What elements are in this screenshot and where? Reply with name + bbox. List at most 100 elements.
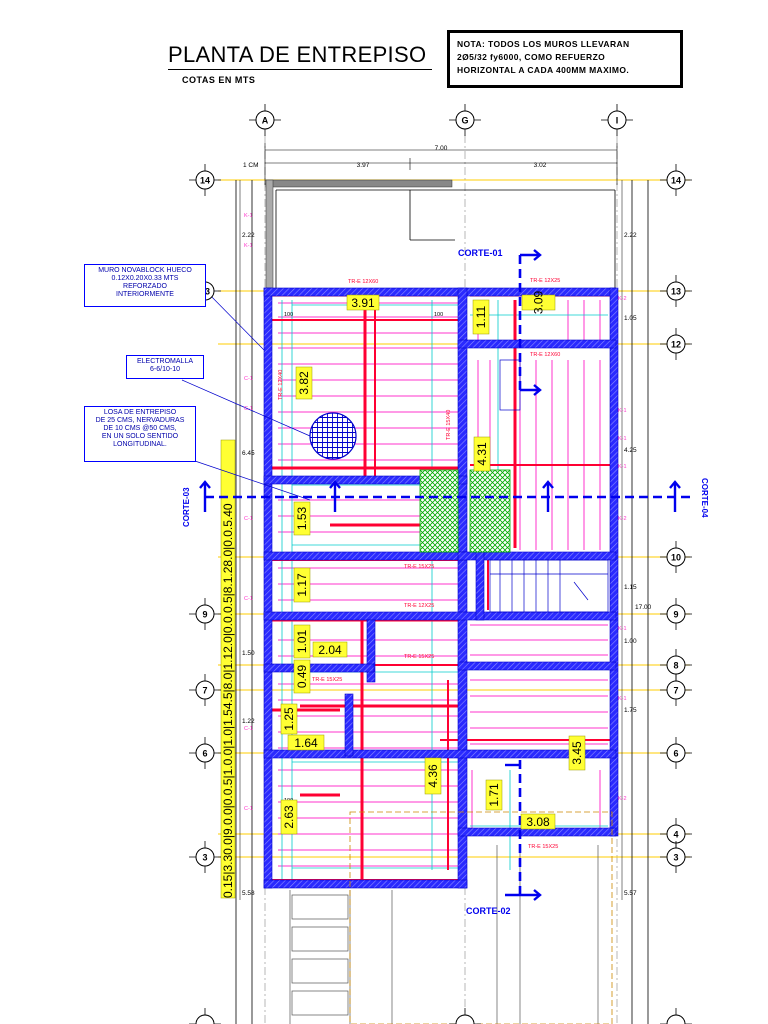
level-value: 3.09: [532, 290, 546, 314]
level-value: 3.82: [297, 371, 311, 395]
top-wall: [265, 179, 453, 188]
grid-marker-label: 14: [671, 176, 681, 186]
dim-label: 17.00: [635, 604, 652, 611]
beam-label: TR-E 12X25: [530, 278, 560, 284]
level-box: 1.11: [472, 299, 490, 335]
dim-label: 1.22: [242, 718, 255, 725]
level-box: 2.04: [312, 641, 348, 658]
grid-marker-label: 9: [202, 610, 207, 620]
dim-overall: 7.00: [435, 145, 448, 152]
tie-label: K-1: [618, 436, 627, 442]
callout-slab-line: LOSA DE ENTREPISO: [103, 409, 177, 416]
grid-marker-icon: 9: [660, 598, 692, 630]
level-value: 1.71: [487, 783, 501, 807]
page-title: PLANTA DE ENTREPISO: [168, 42, 427, 67]
mesh-symbol-icon: [309, 412, 357, 460]
stair-outline: [489, 359, 609, 613]
level-box: 2.63: [280, 799, 298, 835]
level-value: 1.64: [294, 736, 318, 750]
dim-label: 1.15: [624, 584, 637, 591]
grid-marker-label: A: [262, 116, 269, 126]
callout-slab-line: LONGITUDINAL.: [113, 441, 167, 448]
callout-wall-line: INTERIORMENTE: [116, 291, 174, 298]
grid-markers: AGI1414131312109987766433: [189, 104, 692, 1024]
structural-note: NOTA: TODOS LOS MUROS LLEVARAN 2Ø5/32 fy…: [447, 30, 683, 88]
tie-label: K-1: [618, 408, 627, 414]
level-box: 3.09: [521, 290, 556, 314]
grid-marker-icon: I: [601, 104, 633, 136]
tie-label: C-1: [244, 596, 253, 602]
dim-label: 5.57: [624, 890, 637, 897]
grid-lines: [264, 135, 618, 1024]
grid-marker-icon: 3: [660, 841, 692, 873]
beam-label: TR-E 12X60: [530, 352, 560, 358]
level-box: 3.91: [346, 294, 380, 311]
level-box: 1.71: [485, 779, 503, 811]
grid-marker-icon: 13: [660, 275, 692, 307]
beam-label: TR-E 12X40: [278, 370, 284, 400]
section-cut-lines: [205, 255, 690, 900]
grid-marker-label: 6: [202, 749, 207, 759]
mesh-area-left: [419, 469, 459, 553]
grid-marker-icon: 9: [189, 598, 221, 630]
lower-plan: [289, 845, 599, 1024]
level-box: 1.17: [293, 567, 311, 603]
grid-marker-label: 9: [673, 610, 678, 620]
beam-label: TR-E 15X25: [404, 654, 434, 660]
grid-marker-label: 10: [671, 553, 681, 563]
grid-marker-icon: [449, 1008, 481, 1024]
dim-label: 6.45: [242, 450, 255, 457]
dim-top-right: 3.02: [534, 162, 547, 169]
dim-label: 1.75: [624, 707, 637, 714]
level-value: 1.11: [474, 305, 488, 328]
grid-marker-icon: [660, 1008, 692, 1024]
level-value: 1.25: [282, 707, 296, 731]
callout-leaders: [181, 289, 311, 501]
tie-label: 100: [434, 312, 443, 318]
beam-label: TR-E 15X25: [404, 564, 434, 570]
beam-label: TR-E 15X25: [528, 844, 558, 850]
left-dimension-chain: [220, 439, 236, 899]
level-value: 1.17: [295, 573, 309, 597]
level-box: 0.49: [293, 659, 311, 694]
grid-marker-label: G: [461, 116, 468, 126]
grid-marker-icon: 10: [660, 541, 692, 573]
side-dimensions: [239, 180, 623, 900]
callout-wall-line: MURO NOVABLOCK HUECO: [98, 267, 192, 274]
level-value: 1.01: [295, 629, 309, 653]
tie-label: K-1: [244, 213, 253, 219]
note-line-1: NOTA: TODOS LOS MUROS LLEVARAN: [457, 39, 630, 49]
level-value: 0.49: [295, 664, 309, 688]
title-underline: [168, 69, 432, 70]
level-value: 2.63: [282, 805, 296, 829]
top-dimensions: [264, 143, 618, 185]
cut-02-label: CORTE-02: [466, 906, 511, 916]
tie-label: C-1: [244, 376, 253, 382]
tie-label: C-1: [244, 516, 253, 522]
level-value: 4.31: [475, 442, 489, 466]
grid-marker-label: 3: [202, 853, 207, 863]
callout-mesh-line: ELECTROMALLA: [136, 358, 194, 365]
callout-slab: LOSA DE ENTREPISO DE 25 CMS, NERVADURAS …: [84, 406, 196, 462]
walls: [263, 287, 619, 889]
tie-label: C-1: [244, 806, 253, 812]
grid-marker-icon: G: [449, 104, 481, 136]
grid-marker-icon: 14: [660, 164, 692, 196]
level-box: 3.45: [568, 735, 586, 771]
grid-marker-icon: 4: [660, 818, 692, 850]
level-value: 3.91: [351, 296, 375, 310]
joists: [278, 302, 608, 867]
tie-label: K-2: [618, 516, 627, 522]
dim-top-mid: 3.97: [357, 162, 370, 169]
cyan-lines: [281, 300, 608, 880]
beam-label: TR-E 15X40: [446, 410, 452, 440]
note-line-3: HORIZONTAL A CADA 400MM MAXIMO.: [457, 65, 630, 75]
grid-marker-label: 14: [200, 176, 210, 186]
dim-label: 1.00: [624, 638, 637, 645]
level-value: 1.53: [295, 506, 309, 530]
cut-03-label: CORTE-03: [182, 487, 191, 527]
level-box: 3.82: [295, 366, 313, 400]
cut-arrows: [199, 249, 681, 901]
level-box: 1.01: [293, 624, 311, 659]
